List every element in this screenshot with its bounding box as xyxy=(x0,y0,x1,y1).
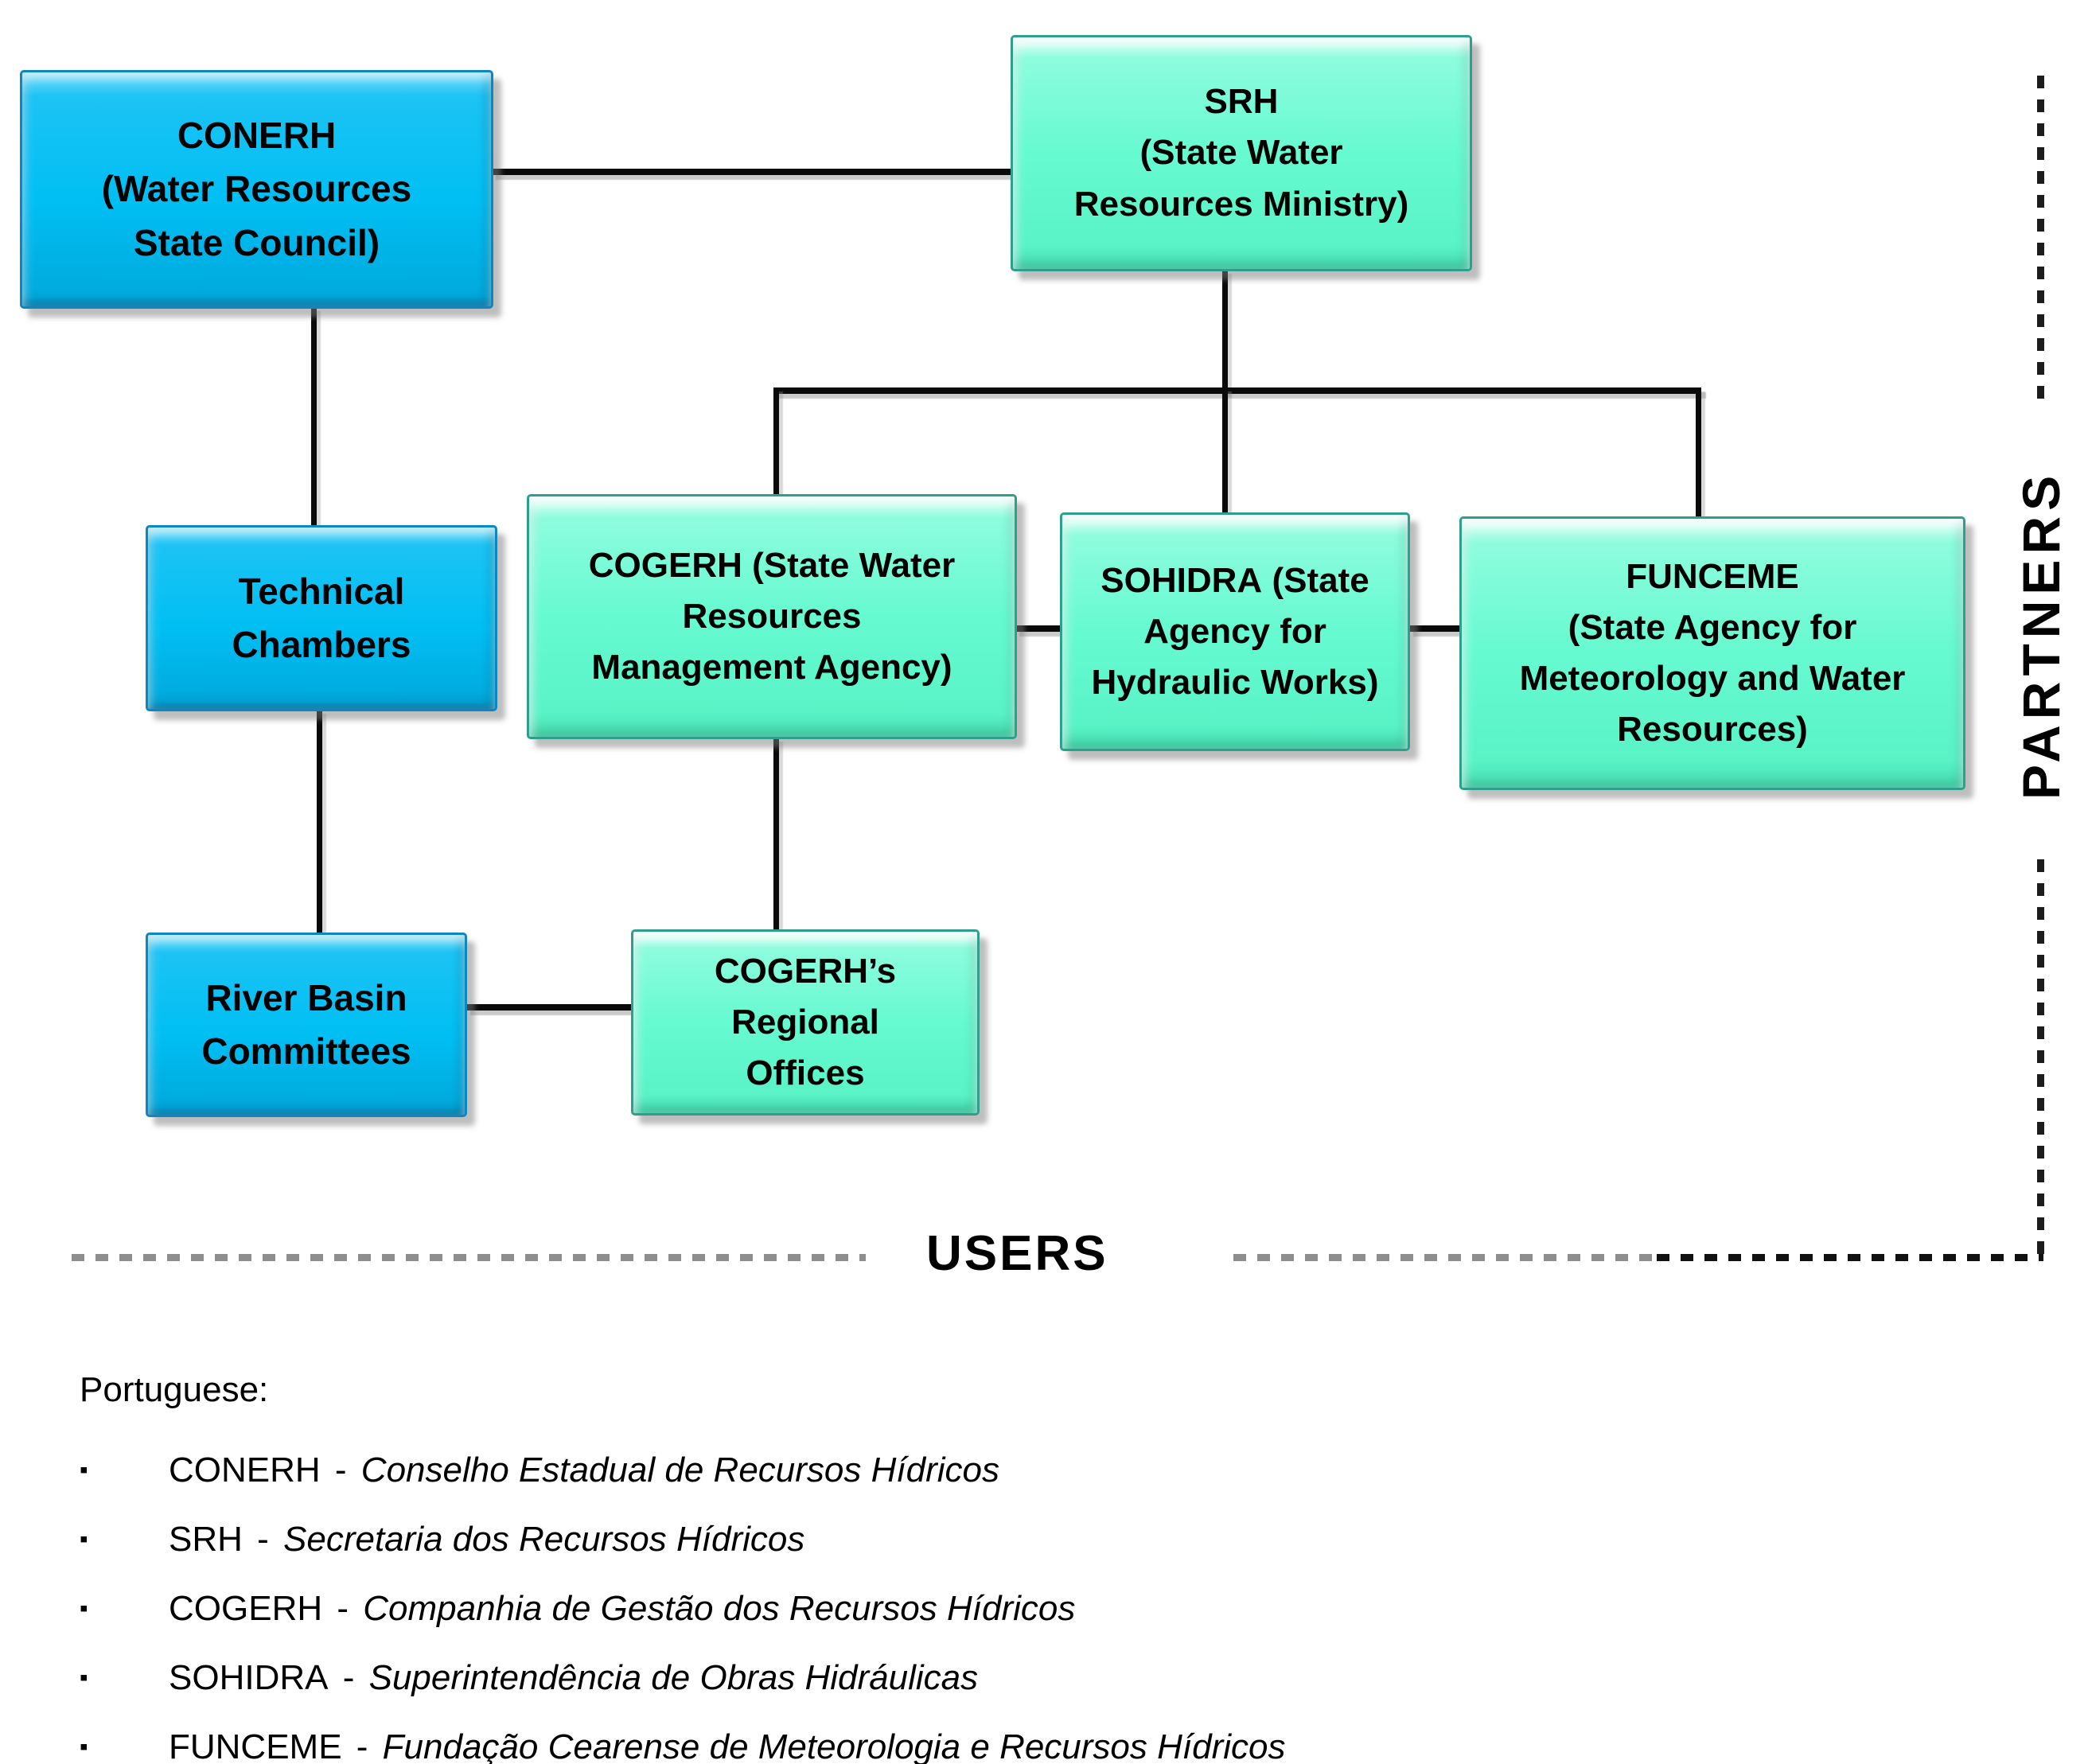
node-cogerh: COGERH (State Water Resources Management… xyxy=(527,494,1017,739)
square-bullet-icon: ▪ xyxy=(80,1734,88,1760)
partners-dash-top xyxy=(2037,76,2044,400)
node-funceme: FUNCEME (State Agency for Meteorology an… xyxy=(1459,516,1965,790)
legend-separator: - xyxy=(327,1589,359,1628)
users-dash-right-gray xyxy=(1233,1254,1657,1261)
partners-axis-label: PARTNERS xyxy=(2012,469,2070,800)
node-technical-chambers: Technical Chambers xyxy=(146,525,497,711)
legend-acronym: SOHIDRA xyxy=(169,1658,329,1697)
legend-acronym: SRH xyxy=(169,1520,243,1559)
legend-separator: - xyxy=(333,1658,364,1697)
connector-bus-horizontal xyxy=(773,387,1701,394)
legend-portuguese-name: Fundação Cearense de Meteorologia e Recu… xyxy=(382,1727,1286,1764)
connector-drop-cogerh xyxy=(773,387,779,497)
users-axis-label: USERS xyxy=(926,1226,1108,1281)
connector-committees-offices xyxy=(466,1004,633,1011)
node-cogerh-acronym: COGERH xyxy=(588,545,742,585)
users-dash-right-black xyxy=(1657,1254,2043,1261)
connector-conerh-srh xyxy=(491,169,1012,175)
node-cogerh-regional-offices-label: COGERH’s Regional Offices xyxy=(714,951,897,1093)
node-river-basin-committees-label: River Basin Committees xyxy=(201,976,411,1072)
legend-heading: Portuguese: xyxy=(80,1370,269,1409)
square-bullet-icon: ▪ xyxy=(80,1665,88,1691)
node-technical-chambers-label: Technical Chambers xyxy=(232,570,411,665)
legend-separator: - xyxy=(247,1520,279,1559)
legend-acronym: CONERH xyxy=(169,1451,321,1489)
connector-drop-funceme xyxy=(1696,387,1701,519)
square-bullet-icon: ▪ xyxy=(80,1457,88,1483)
connector-srh-down xyxy=(1222,270,1228,393)
node-funceme-acronym: FUNCEME xyxy=(1626,556,1799,596)
connector-conerh-chambers xyxy=(311,307,317,528)
legend-acronym: FUNCEME xyxy=(169,1727,342,1764)
legend-portuguese-name: Superintendência de Obras Hidráulicas xyxy=(368,1658,979,1697)
node-sohidra-description: (State Agency for Hydraulic Works) xyxy=(1091,560,1379,703)
node-river-basin-committees: River Basin Committees xyxy=(146,933,467,1117)
node-conerh-acronym: CONERH xyxy=(177,115,337,157)
legend-portuguese-name: Secretaria dos Recursos Hídricos xyxy=(283,1520,805,1559)
legend-item-sohidra: ▪ SOHIDRA - Superintendência de Obras Hi… xyxy=(80,1659,1751,1701)
connector-cogerh-sohidra xyxy=(1015,625,1064,632)
node-conerh: CONERH (Water Resources State Council) xyxy=(20,70,493,309)
node-cogerh-regional-offices: COGERH’s Regional Offices xyxy=(631,929,980,1116)
users-dash-left xyxy=(72,1254,866,1261)
connector-cogerh-offices xyxy=(773,738,779,931)
node-srh: SRH (State Water Resources Ministry) xyxy=(1011,35,1472,271)
node-funceme-description: (State Agency for Meteorology and Water … xyxy=(1519,607,1906,750)
legend-portuguese-name: Conselho Estadual de Recursos Hídricos xyxy=(360,1451,999,1489)
node-srh-description: (State Water Resources Ministry) xyxy=(1073,133,1409,224)
legend-item-funceme: ▪ FUNCEME - Fundação Cearense de Meteoro… xyxy=(80,1728,1751,1764)
connector-sohidra-funceme xyxy=(1408,625,1463,632)
legend-separator: - xyxy=(325,1451,356,1489)
connector-drop-sohidra xyxy=(1222,387,1228,515)
partners-dash-bottom xyxy=(2037,859,2044,1257)
square-bullet-icon: ▪ xyxy=(80,1595,88,1622)
node-srh-acronym: SRH xyxy=(1204,82,1279,122)
connector-chambers-committees xyxy=(317,710,322,934)
legend-portuguese-name: Companhia de Gestão dos Recursos Hídrico… xyxy=(363,1589,1076,1628)
legend-acronym: COGERH xyxy=(169,1589,323,1628)
legend-item-conerh: ▪ CONERH - Conselho Estadual de Recursos… xyxy=(80,1451,1751,1493)
node-conerh-description: (Water Resources State Council) xyxy=(101,168,412,263)
square-bullet-icon: ▪ xyxy=(80,1526,88,1552)
legend-item-srh: ▪ SRH - Secretaria dos Recursos Hídricos xyxy=(80,1521,1751,1563)
node-sohidra: SOHIDRA (State Agency for Hydraulic Work… xyxy=(1060,512,1410,751)
legend: Portuguese: ▪ CONERH - Conselho Estadual… xyxy=(80,1370,1751,1764)
legend-item-cogerh: ▪ COGERH - Companhia de Gestão dos Recur… xyxy=(80,1590,1751,1632)
node-cogerh-description: (State Water Resources Management Agency… xyxy=(591,545,956,687)
node-sohidra-acronym: SOHIDRA xyxy=(1100,560,1263,600)
legend-separator: - xyxy=(346,1727,378,1764)
